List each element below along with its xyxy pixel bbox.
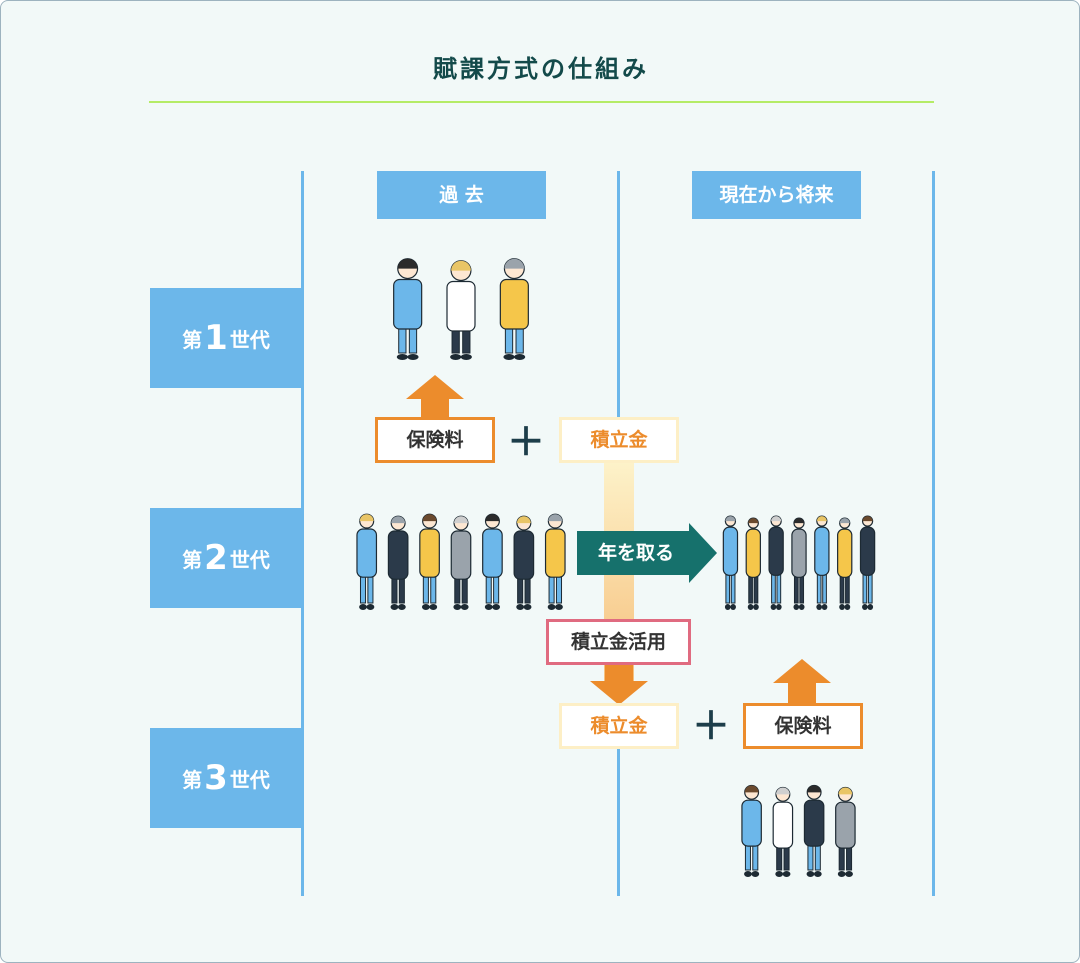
person-figure [745,517,761,610]
generation-prefix: 第 [182,327,203,352]
person-figure [722,515,739,610]
generation-suffix: 世代 [229,327,270,352]
up-arrow-icon [406,375,464,419]
generation-number: 1 [204,318,228,358]
divider-right [932,171,935,896]
person-figure [768,515,784,610]
reserve-box-top: 積立金 [559,417,679,463]
person-figure [803,784,825,877]
elderly-group-gen2 [722,515,876,610]
generation-prefix: 第 [182,767,203,792]
divider-left [301,171,304,896]
person-figure [772,786,794,877]
plus-icon: ＋ [506,420,545,464]
person-figure [513,515,535,610]
premium-box-gen3: 保険料 [743,703,863,749]
aging-label: 年を取る [597,542,674,564]
diagram-title: 賦課方式の仕組み [433,55,649,83]
person-figure [837,517,853,610]
person-figure [835,786,856,877]
person-figure [791,517,807,610]
person-figure [450,515,472,610]
generation-number: 3 [204,758,228,798]
person-figure [859,515,876,610]
aging-arrow: 年を取る [577,523,717,583]
person-figure [482,513,503,610]
young-group-gen3 [741,784,856,877]
person-figure [741,784,762,877]
elderly-group-gen1 [393,258,529,360]
reserve-box-bottom: 積立金 [559,703,679,749]
plus-icon: ＋ [691,704,730,748]
generation-number: 2 [204,538,228,578]
person-figure [814,515,830,610]
person-figure [499,258,529,360]
person-figure [446,260,476,360]
column-header-future: 現在から将来 [692,171,861,219]
generation-prefix: 第 [182,547,203,572]
person-figure [544,513,566,610]
person-figure [356,513,378,610]
right-arrow-icon [577,523,717,583]
person-figure [393,258,423,360]
person-figure [419,513,440,610]
up-arrow-icon [773,659,831,705]
title-underline [149,101,934,103]
premium-box-gen1: 保険料 [375,417,495,463]
generation-suffix: 世代 [229,767,270,792]
down-arrow-icon [590,657,648,705]
adult-group-gen2 [356,513,566,610]
generation-suffix: 世代 [229,547,270,572]
person-figure [387,515,409,610]
column-header-past: 過 去 [377,171,546,219]
reserve-use-box: 積立金活用 [546,619,691,665]
